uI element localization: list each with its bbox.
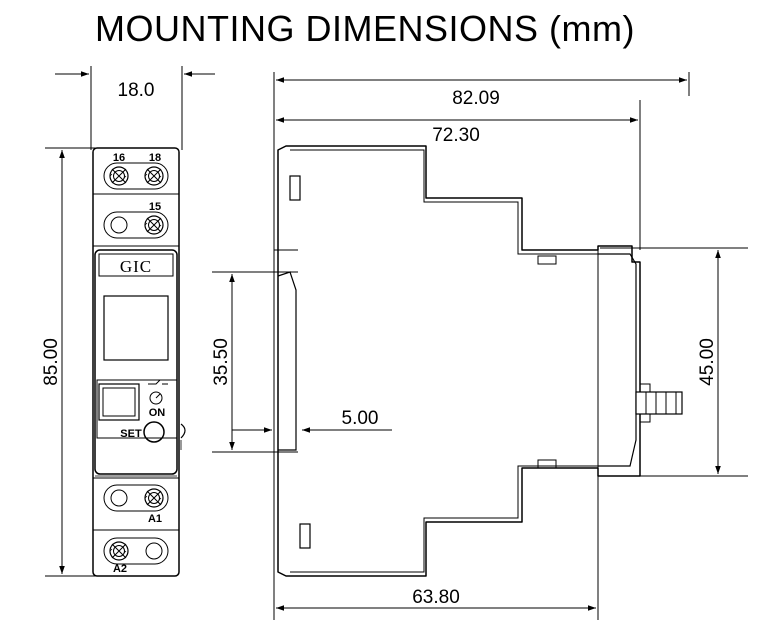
dimension-depth-total-label: 82.09 bbox=[452, 88, 500, 109]
page-title: MOUNTING DIMENSIONS (mm) bbox=[95, 8, 635, 49]
terminal-screw-icon bbox=[109, 541, 129, 561]
on-label: ON bbox=[149, 407, 166, 419]
terminal-hole bbox=[110, 489, 128, 507]
dimension-front-height-label: 45.00 bbox=[697, 338, 718, 386]
dimension-rail-to-front-label: 63.80 bbox=[412, 587, 460, 608]
brand-logo: GIC bbox=[120, 257, 152, 276]
terminal-hole bbox=[110, 216, 128, 234]
latch bbox=[299, 523, 311, 549]
device-front bbox=[92, 147, 186, 577]
dimension-rail-offset-label: 5.00 bbox=[342, 408, 379, 429]
dimension-width bbox=[55, 66, 215, 150]
terminal-screw-icon bbox=[144, 488, 164, 508]
terminal-screw-icon bbox=[144, 215, 164, 235]
terminal-label-a1: A1 bbox=[148, 513, 162, 525]
terminal-label-16: 16 bbox=[113, 152, 125, 164]
side-body-outline bbox=[277, 145, 641, 577]
dimension-front-height bbox=[600, 247, 748, 477]
dimension-rail-width bbox=[212, 271, 298, 453]
front-view: 18.0 85.00 bbox=[41, 66, 215, 577]
latch bbox=[289, 175, 301, 201]
set-label: SET bbox=[120, 428, 142, 440]
dimension-depth-body-label: 72.30 bbox=[432, 125, 480, 146]
side-view: 82.09 72.30 63.80 35.50 5.00 45.00 bbox=[211, 72, 748, 620]
terminal-label-18: 18 bbox=[149, 152, 161, 164]
terminal-screw-icon bbox=[109, 166, 129, 186]
side-extension-lines bbox=[273, 72, 690, 620]
knob bbox=[635, 391, 683, 415]
dimension-width-label: 18.0 bbox=[118, 80, 155, 101]
terminal-screw-icon bbox=[144, 166, 164, 186]
terminal-label-a2: A2 bbox=[113, 563, 127, 575]
dimension-rail-width-label: 35.50 bbox=[211, 338, 232, 386]
terminal-label-15: 15 bbox=[149, 201, 161, 213]
terminal-hole bbox=[145, 542, 163, 560]
dimension-total-height-label: 85.00 bbox=[41, 338, 62, 386]
